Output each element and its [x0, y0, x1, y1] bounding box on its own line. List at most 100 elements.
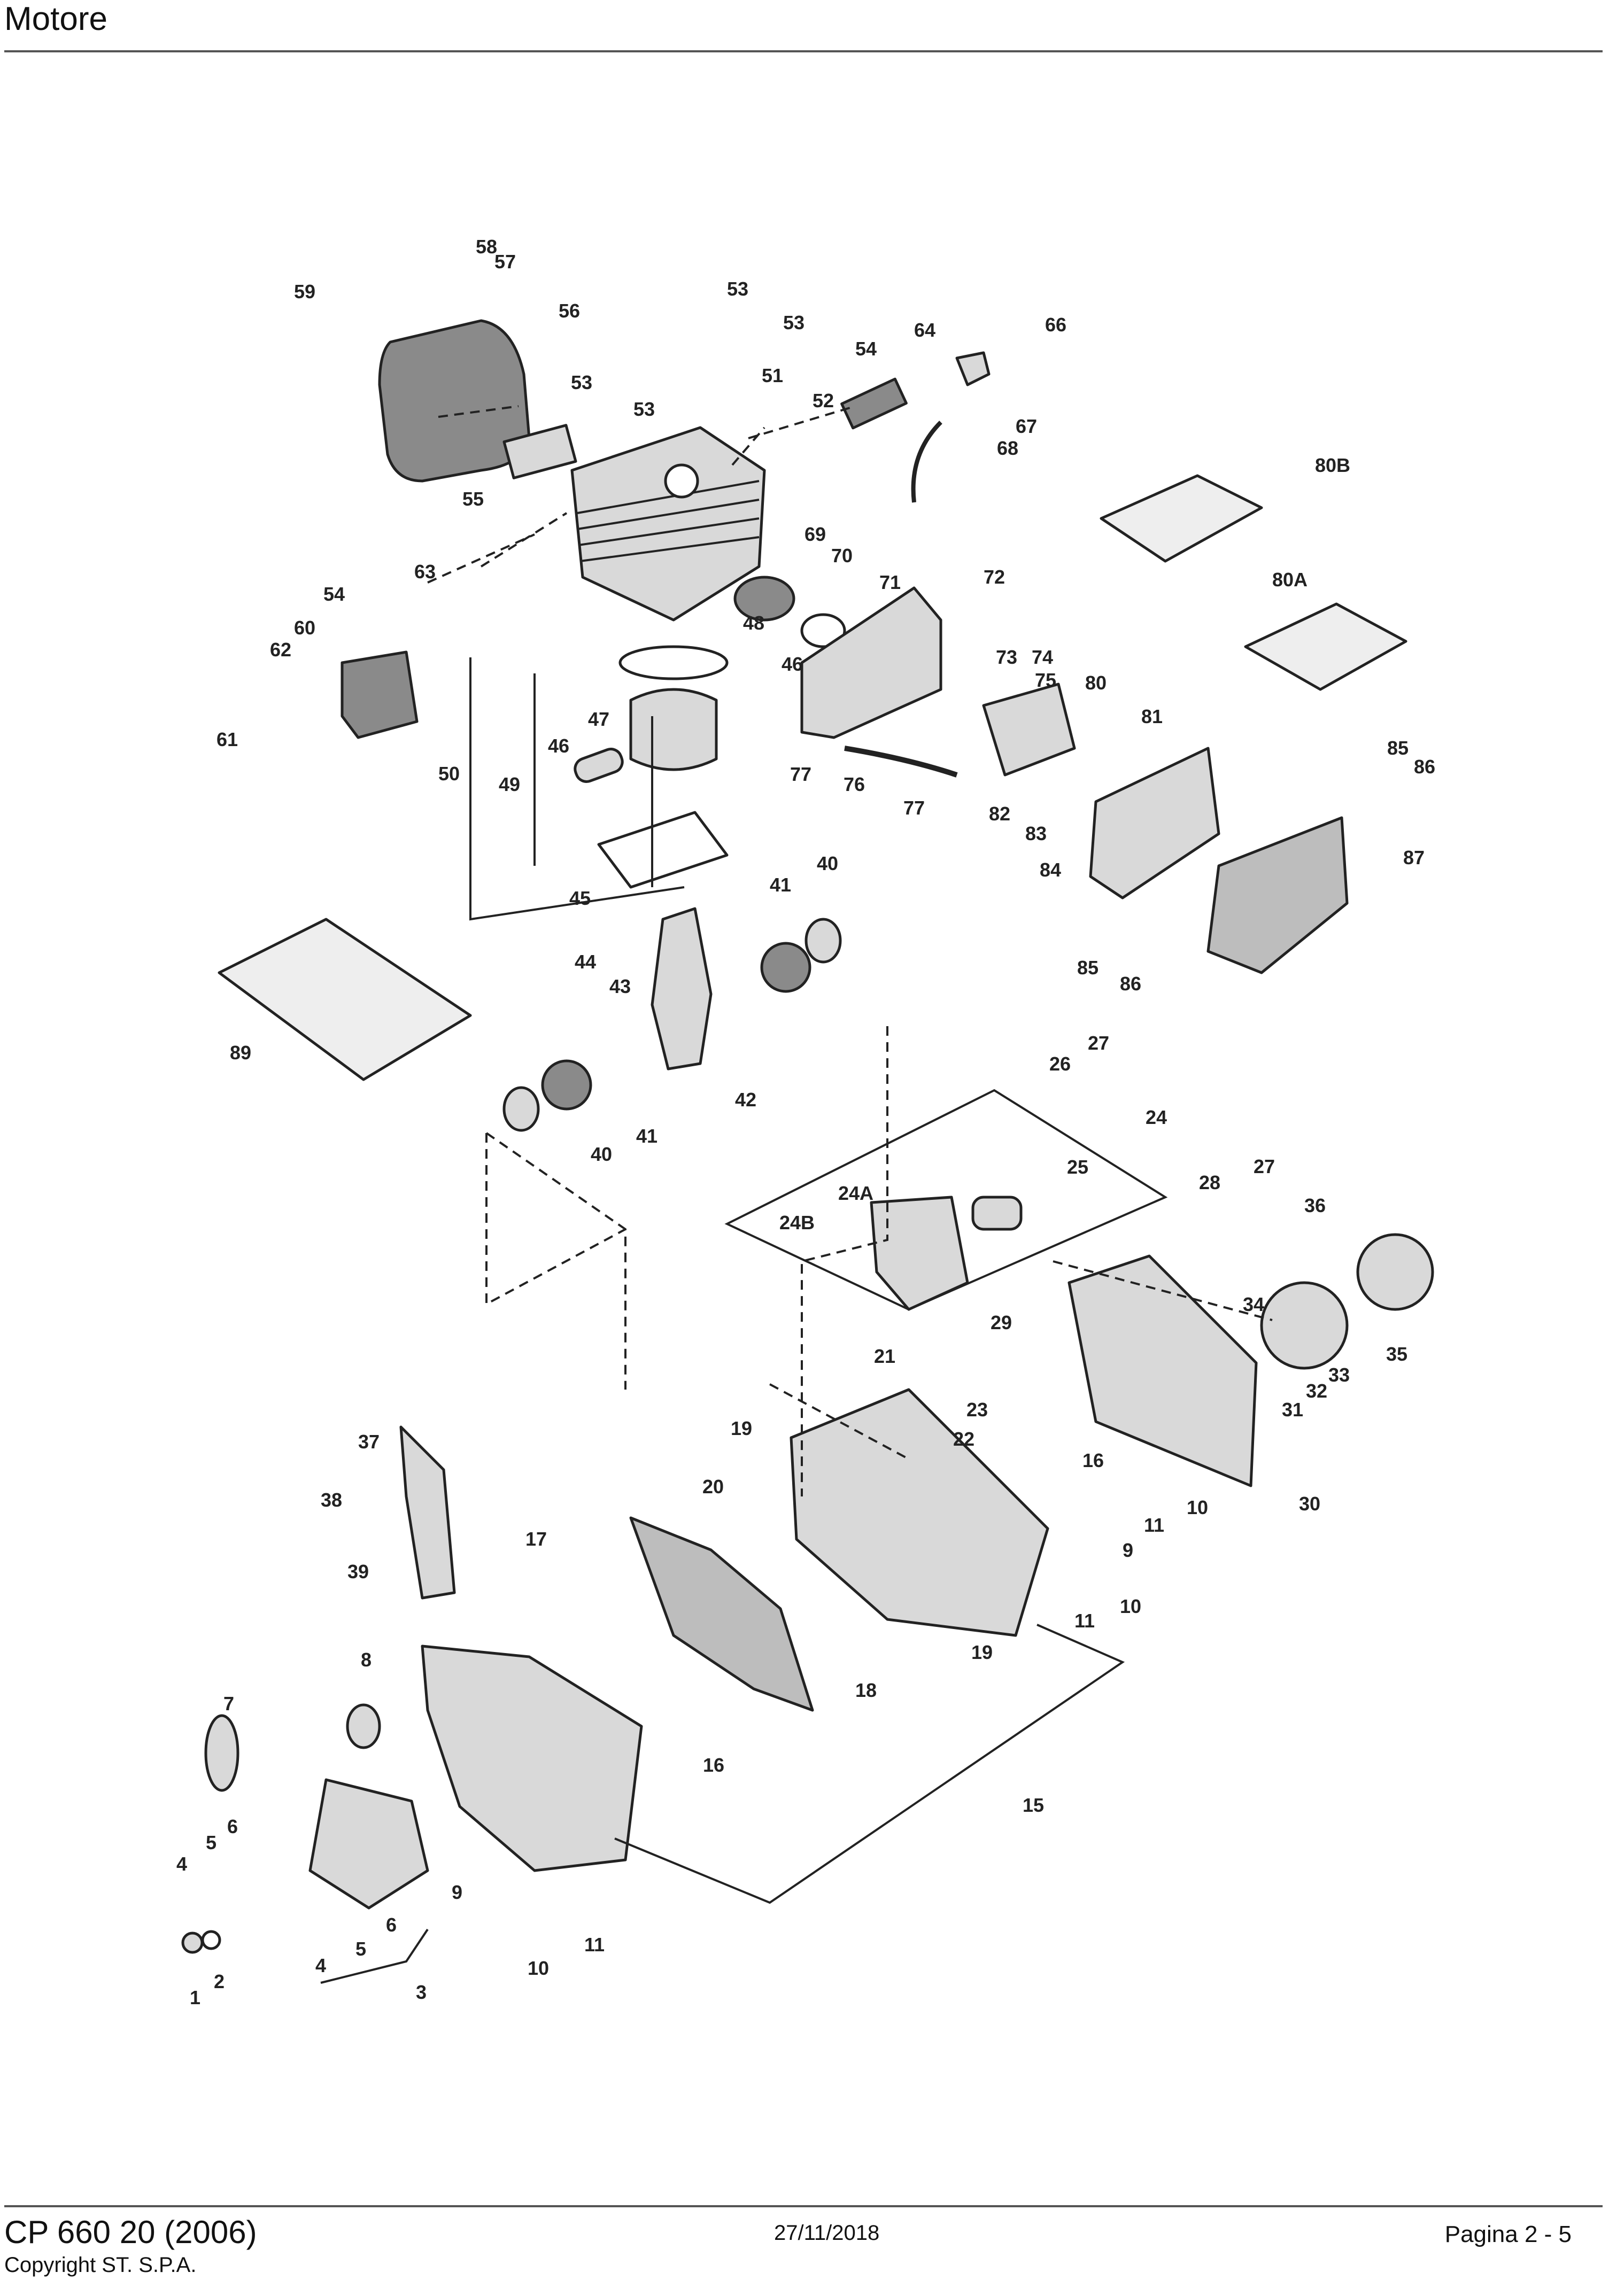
callout-52: 52 — [813, 390, 834, 412]
print-date: 27/11/2018 — [774, 2221, 880, 2245]
callout-69: 69 — [804, 523, 826, 545]
filter-base-part — [1089, 747, 1220, 899]
callout-8: 8 — [361, 1649, 372, 1671]
main-bearing-part — [541, 1059, 592, 1111]
clutch-drum-part — [1260, 1281, 1349, 1370]
callout-53: 53 — [783, 312, 804, 333]
callout-10: 10 — [528, 1957, 549, 1979]
cylinder-gasket-part — [597, 811, 729, 889]
piston-pin-part — [574, 748, 624, 783]
callout-83: 83 — [1025, 823, 1047, 844]
callout-24: 24 — [1146, 1106, 1167, 1128]
callout-81: 81 — [1141, 705, 1163, 727]
callout-82: 82 — [989, 803, 1010, 825]
callout-85: 85 — [1387, 737, 1409, 759]
muffler-gasket-part — [502, 424, 577, 479]
callout-29: 29 — [991, 1312, 1012, 1333]
starter-pawl-part — [204, 1714, 239, 1792]
fuel-hose-part — [911, 421, 942, 503]
footer-rule — [4, 2205, 1603, 2207]
callout-27: 27 — [1254, 1155, 1275, 1177]
callout-62: 62 — [270, 639, 291, 661]
filter-cover-part — [1206, 816, 1349, 974]
callout-60: 60 — [294, 617, 315, 639]
callout-9: 9 — [1123, 1539, 1133, 1561]
callout-61: 61 — [216, 728, 238, 750]
callout-66: 66 — [1045, 314, 1066, 336]
clutch-cover-part — [1067, 1254, 1258, 1487]
worm-gear-part — [971, 1196, 1023, 1231]
callout-54: 54 — [323, 583, 345, 605]
page-number: Pagina 2 - 5 — [1444, 2221, 1572, 2247]
callout-31: 31 — [1282, 1399, 1303, 1421]
callout-89: 89 — [230, 1042, 251, 1064]
callout-10: 10 — [1120, 1595, 1141, 1617]
callout-11: 11 — [584, 1934, 605, 1956]
callout-42: 42 — [735, 1089, 756, 1111]
callout-48: 48 — [743, 612, 764, 634]
callout-23: 23 — [966, 1399, 988, 1421]
callout-64: 64 — [914, 319, 935, 341]
piston-ring-part — [618, 645, 729, 680]
callout-5: 5 — [355, 1938, 366, 1960]
callout-59: 59 — [294, 281, 315, 302]
callout-34: 34 — [1243, 1293, 1264, 1315]
callout-35: 35 — [1386, 1343, 1407, 1365]
callout-86: 86 — [1414, 756, 1435, 778]
crankcase-gasket-part — [629, 1516, 814, 1712]
callout-24B: 24B — [779, 1212, 815, 1234]
crank-seal-part — [346, 1703, 381, 1749]
repair-kit-80A-part — [1244, 602, 1407, 691]
callout-55: 55 — [462, 488, 484, 510]
callout-84: 84 — [1040, 859, 1061, 881]
callout-25: 25 — [1067, 1156, 1088, 1178]
callout-36: 36 — [1304, 1194, 1326, 1216]
callout-20: 20 — [702, 1476, 724, 1498]
callout-11: 11 — [1144, 1514, 1164, 1536]
gasket-kit-bag-part — [218, 918, 472, 1081]
callout-49: 49 — [499, 773, 520, 795]
callout-45: 45 — [569, 887, 591, 909]
callout-68: 68 — [997, 437, 1018, 459]
callout-33: 33 — [1328, 1364, 1350, 1386]
callout-85: 85 — [1077, 957, 1099, 979]
callout-5: 5 — [206, 1832, 216, 1853]
callout-21: 21 — [874, 1345, 895, 1367]
callout-70: 70 — [831, 545, 853, 567]
callout-47: 47 — [588, 708, 609, 730]
callout-50: 50 — [438, 763, 460, 785]
callout-19: 19 — [971, 1641, 993, 1663]
callout-16: 16 — [703, 1754, 724, 1776]
callout-73: 73 — [996, 646, 1017, 668]
oil-seal-part — [502, 1086, 540, 1132]
ignition-coil-part — [341, 650, 419, 739]
callout-75: 75 — [1035, 669, 1056, 691]
callout-1: 1 — [190, 1987, 200, 2008]
oil-seal-part — [804, 918, 842, 964]
crankcase-part — [790, 1388, 1049, 1637]
callout-22: 22 — [953, 1428, 974, 1450]
intake-manifold-part — [733, 576, 795, 622]
callout-86: 86 — [1120, 973, 1141, 995]
spark-plug-part — [840, 377, 908, 430]
callout-54: 54 — [855, 338, 877, 360]
crankcase-half-part — [421, 1645, 643, 1872]
callout-26: 26 — [1049, 1053, 1071, 1075]
intake-ring-part — [800, 613, 846, 648]
footer-left: CP 660 20 (2006) Copyright ST. S.P.A. — [4, 2214, 257, 2279]
callout-30: 30 — [1299, 1493, 1320, 1515]
callout-28: 28 — [1199, 1172, 1220, 1193]
callout-16: 16 — [1082, 1449, 1104, 1471]
spacer-plate-part — [800, 586, 942, 739]
callout-39: 39 — [347, 1561, 369, 1583]
callout-32: 32 — [1306, 1380, 1327, 1402]
anchor-plate-part — [399, 1425, 456, 1600]
callout-67: 67 — [1016, 415, 1037, 437]
callout-77: 77 — [903, 797, 925, 819]
cylinder-part — [570, 426, 766, 622]
muffler-part — [378, 319, 531, 483]
repair-kit-80B-part — [1100, 474, 1263, 563]
callout-51: 51 — [762, 364, 783, 386]
callout-58: 58 — [476, 236, 497, 258]
